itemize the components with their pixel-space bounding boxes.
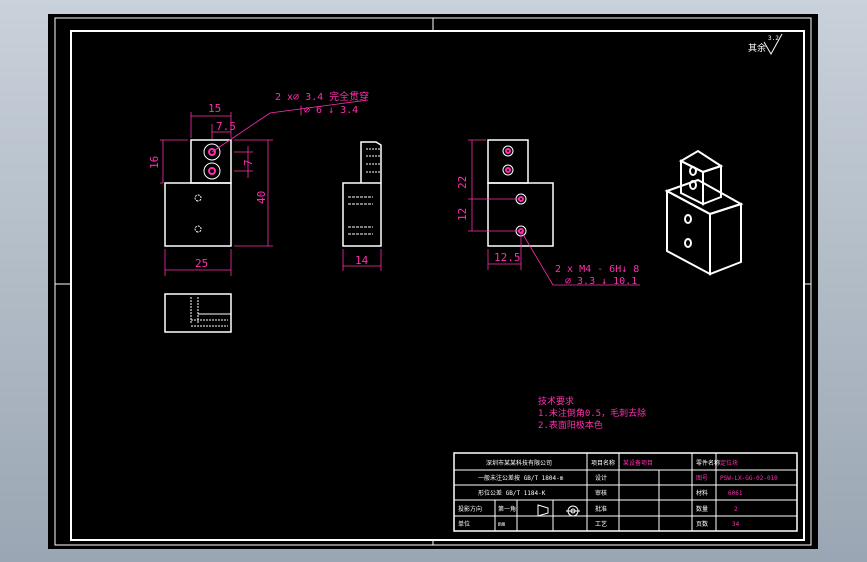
tb-material-label: 材料 — [696, 489, 708, 497]
notes-line-1: 1.未注倒角0.5，毛刺去除 — [538, 407, 646, 419]
tb-units-value: mm — [498, 521, 506, 528]
callout-holes-a-line1: 2 x∅ 3.4 完全贯穿 — [275, 90, 369, 103]
dim-hole-spacing: 7 — [242, 159, 255, 166]
callout-holes-a-line2: |∅ 6 ↓ 3.4 — [298, 105, 358, 116]
roughness-symbol: 其余 3.2 — [748, 33, 783, 56]
tb-units-label: 单位 — [458, 520, 470, 528]
inner-border — [70, 30, 805, 541]
side-view: 14 — [342, 141, 382, 271]
drawing-sheet: 其余 3.2 15 7.5 16 40 7 — [48, 14, 818, 549]
tb-part-label: 图号 — [696, 475, 708, 482]
dim-offset: 7.5 — [216, 120, 236, 133]
cad-drawing: 其余 3.2 15 7.5 16 40 7 — [54, 17, 812, 546]
tb-qty-label: 数量 — [696, 505, 708, 513]
tb-material-value: 6061 — [728, 490, 743, 497]
tb-scale-label: 第一角 — [498, 505, 516, 513]
tb-sheet-label: 页数 — [696, 520, 708, 528]
dim-right-h2: 12 — [456, 208, 469, 221]
isometric-view — [664, 149, 744, 276]
tb-check-label: 审核 — [595, 489, 607, 497]
projection-symbol-icon — [537, 504, 580, 517]
front-view: 15 7.5 16 40 7 25 — [148, 99, 369, 276]
tb-design-label: 设计 — [595, 474, 607, 482]
top-view — [164, 293, 232, 333]
tb-tol1: 一般未注公差按 GB/T 1804-m — [478, 474, 564, 482]
roughness-value: 3.2 — [768, 35, 779, 42]
tb-tol2: 形位公差 GB/T 1184-K — [478, 489, 546, 497]
tb-sheet-value: 34 — [732, 521, 740, 528]
dim-right-h1: 22 — [456, 176, 469, 189]
dim-width-top: 15 — [208, 102, 221, 115]
dim-total-height: 40 — [255, 191, 268, 204]
tb-name-value: 定位块 — [720, 459, 738, 467]
tb-project-value: 某设备项目 — [623, 459, 653, 467]
tb-qty-value: 2 — [734, 506, 738, 513]
dim-right-w: 12.5 — [494, 251, 521, 264]
right-view: 22 12 12.5 — [456, 139, 640, 286]
dim-height-top: 16 — [148, 156, 161, 169]
dim-side-width: 14 — [355, 254, 369, 267]
dim-total-width: 25 — [195, 257, 208, 270]
technical-notes: 技术要求 1.未注倒角0.5，毛刺去除 2.表面阳极本色 — [538, 395, 646, 431]
tb-process-label: 工艺 — [595, 520, 607, 528]
notes-line-2: 2.表面阳极本色 — [538, 419, 603, 431]
tb-projection: 投影方向 — [458, 505, 482, 513]
tb-project-label: 项目名称 — [591, 459, 615, 467]
tb-name-label: 零件名称 — [696, 459, 720, 467]
callout-holes-b-line1: 2 x M4 - 6H↓ 8 — [555, 264, 639, 275]
tb-company: 深圳市某某科技有限公司 — [486, 459, 552, 467]
tb-part-value: PSW-LX-GG-02-010 — [720, 475, 778, 482]
title-block: 深圳市某某科技有限公司 一般未注公差按 GB/T 1804-m 形位公差 GB/… — [453, 452, 798, 532]
notes-title: 技术要求 — [538, 395, 574, 407]
callout-holes-b-line2: ∅ 3.3 ↓ 10.1 — [565, 276, 637, 287]
roughness-prefix-text: 其余 — [748, 42, 766, 54]
tb-approve-label: 批准 — [595, 505, 607, 513]
